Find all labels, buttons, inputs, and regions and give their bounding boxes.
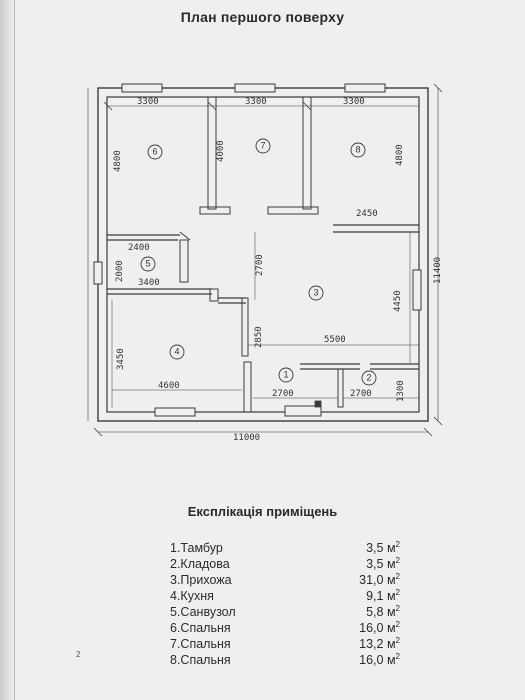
room-area: 31,0 м2 [359,572,400,587]
room-7-circle [255,138,271,154]
room-3-number: 3 [313,287,318,297]
window-right-hall [412,269,422,311]
room-5-number: 5 [145,258,150,268]
room-7-number: 7 [260,140,265,150]
window-top-1 [121,83,163,93]
room-2-number: 2 [366,372,371,382]
plan-title: План першого поверху [180,9,345,25]
room-name: 2.Кладова [170,557,230,571]
room-area: 16,0 м2 [359,652,400,667]
room-area: 13,2 м2 [359,636,400,651]
room-1-circle [278,367,294,383]
window-bottom-kitchen [154,407,196,417]
dim-bath-top: 2400 [128,243,150,253]
room-name: 1.Тамбур [170,541,223,555]
dim-r1-width: 2700 [272,389,294,399]
room-8-circle [350,142,366,158]
list-item: 5.Санвузол 5,8 м2 [170,604,400,620]
list-item: 6.Спальня 16,0 м2 [170,620,400,636]
dim-r6-height: 4800 [113,150,123,172]
dim-corr-width: 5500 [324,335,346,345]
page-binding-shadow [0,0,14,700]
door-stub-7 [267,206,319,215]
bath-right-wall [179,239,189,283]
dim-kitchen-width: 4600 [158,381,180,391]
dim-r8-width: 2450 [356,209,378,219]
dim-top-2: 3300 [245,97,267,107]
entrance-door-frame [284,405,322,417]
dim-r3-height: 4450 [393,290,403,312]
list-item: 2.Кладова 3,5 м2 [170,556,400,572]
room-1-number: 1 [283,369,288,379]
list-item: 1.Тамбур 3,5 м2 [170,540,400,556]
list-item: 4.Кухня 9,1 м2 [170,588,400,604]
dim-bath-bottom: 3400 [138,278,160,288]
room-4-circle [169,344,185,360]
room-8-number: 8 [355,144,360,154]
dim-r2-width: 2700 [350,389,372,399]
room-name: 7.Спальня [170,637,231,651]
dim-r7-height: 4000 [216,140,226,162]
dim-corr-height: 2850 [254,326,264,348]
outer-wall-inner [106,96,420,413]
room-name: 8.Спальня [170,653,231,667]
window-left-bath [93,261,103,285]
dim-hall-mid: 2700 [255,254,265,276]
room-area: 3,5 м2 [366,556,400,571]
room-5-circle [140,256,156,272]
dim-right-height: 11400 [433,257,443,284]
room-3-circle [308,285,324,301]
partition-7-8 [302,96,312,210]
dim-r2-height: 1300 [396,380,406,402]
page-edge-line [14,0,15,700]
room-6-circle [147,144,163,160]
room-6-number: 6 [152,146,157,156]
dim-top-1: 3300 [137,97,159,107]
list-item: 3.Прихожа 31,0 м2 [170,572,400,588]
room-name: 6.Спальня [170,621,231,635]
list-item: 8.Спальня 16,0 м2 [170,652,400,668]
dim-kitchen-height: 3450 [116,348,126,370]
partition-6-7 [207,96,217,210]
room-area: 5,8 м2 [366,604,400,619]
door-stub-6 [199,206,231,215]
dim-top-3: 3300 [343,97,365,107]
room-2-circle [361,370,377,386]
explication-list: 1.Тамбур 3,5 м2 2.Кладова 3,5 м2 3.Прихо… [170,540,400,668]
kitchen-right-wall [241,297,249,357]
room-name: 3.Прихожа [170,573,232,587]
room-area: 16,0 м2 [359,620,400,635]
window-top-2 [234,83,276,93]
list-item: 7.Спальня 13,2 м2 [170,636,400,652]
floor-plan: 6 7 8 5 3 4 1 2 3300 3300 3300 4800 4000… [87,83,443,443]
room-name: 4.Кухня [170,589,214,603]
room-4-number: 4 [174,346,179,356]
page-mark: 2 [76,650,81,659]
dim-bath-height: 2000 [115,260,125,282]
room-area: 9,1 м2 [366,588,400,603]
window-top-3 [344,83,386,93]
room-area: 3,5 м2 [366,540,400,555]
room-name: 5.Санвузол [170,605,236,619]
dim-overall-width: 11000 [233,433,260,443]
storage-divider [337,368,344,408]
kitchen-lower-wall [243,361,252,413]
explication-title: Експлікація приміщень [187,504,338,519]
dim-r8-height: 4800 [395,144,405,166]
